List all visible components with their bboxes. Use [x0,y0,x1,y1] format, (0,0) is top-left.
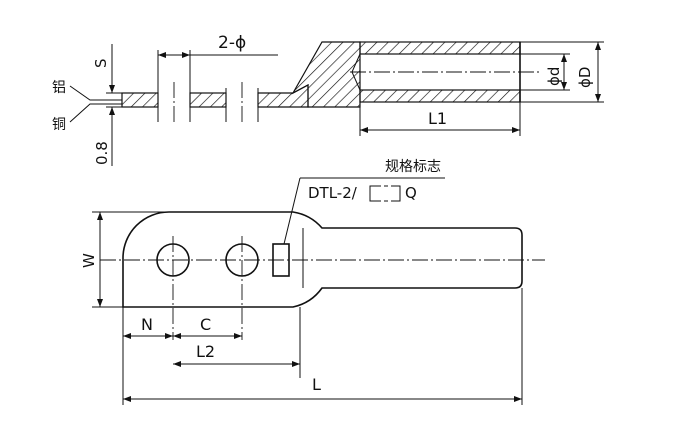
l1-label: L1 [428,109,447,128]
D-arrow-top [595,42,601,50]
s-label: S [92,58,110,68]
spec-bracket-right [393,185,401,202]
l2-arrow-right [292,361,300,367]
d-arrow-bottom [561,82,567,90]
l-label: L [312,375,321,394]
c-arrow-right [234,333,242,339]
pad-segment-1 [121,92,159,108]
spec-bracket-left [369,185,377,202]
l1-arrow-right [512,127,520,133]
pad-segment-2 [189,92,227,108]
copper-leader [69,103,122,123]
section-view: 2-ϕ S 0.8 铝 铜 ϕd ϕD [52,33,604,166]
outer-dia-label: ϕD [576,67,594,88]
inner-dia-label: ϕd [545,67,563,86]
c-arrow-left [173,333,181,339]
w-arrow-bottom [97,299,103,307]
spec-mark-leader [283,177,301,245]
barrel-wall-bottom [359,89,521,103]
barrel-wall-top [359,41,521,55]
D-arrow-bottom [595,94,601,102]
w-label: W [80,253,98,268]
holes-label: 2-ϕ [218,33,246,53]
spec-mark-title: 规格标志 [385,159,441,175]
l1-arrow-left [360,127,368,133]
thickness-arrow [109,107,115,115]
copper-label: 铜 [52,117,66,133]
thickness-label: 0.8 [93,141,111,165]
d-arrow-top [561,54,567,62]
aluminum-leader [69,85,122,101]
holes-arrow-right [182,52,190,58]
w-arrow-top [97,212,103,220]
holes-arrow-left [158,52,166,58]
l2-arrow-left [173,361,181,367]
spec-mark-suffix: Q [405,184,417,202]
l-arrow-right [514,396,522,402]
lug-outline [122,211,523,308]
l-arrow-left [123,396,131,402]
spec-mark-text: DTL-2/ [308,184,358,202]
aluminum-label: 铝 [52,80,66,96]
plan-view: 规格标志 DTL-2/ Q W N C L2 [80,159,545,405]
n-arrow-right [165,333,173,339]
spec-mark-box [272,243,290,277]
n-arrow-left [123,333,131,339]
n-label: N [141,315,153,334]
l2-label: L2 [196,342,215,361]
c-label: C [200,315,211,334]
s-arrow [109,85,115,93]
